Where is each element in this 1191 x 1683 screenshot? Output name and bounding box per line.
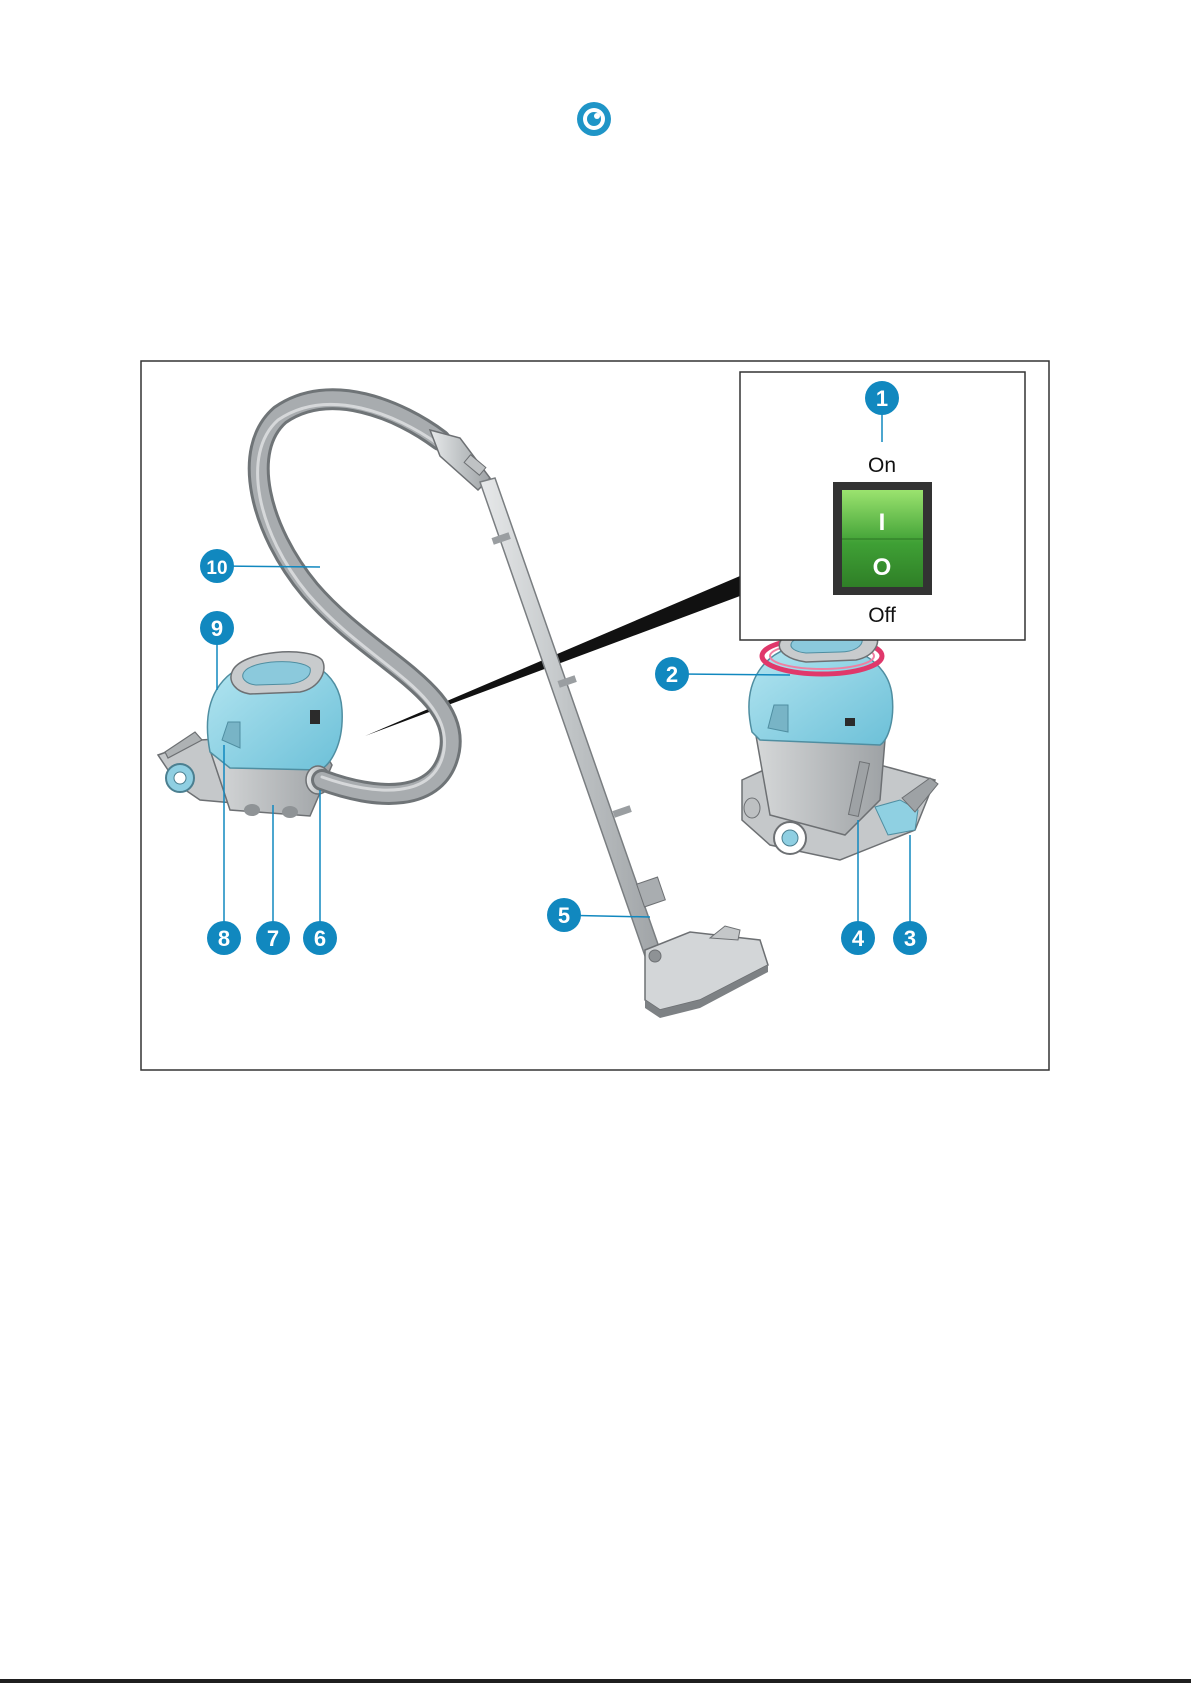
callout-label-6: 6	[314, 926, 326, 951]
callout-label-9: 9	[211, 616, 223, 641]
callout-label-10: 10	[206, 558, 227, 579]
callout-label-4: 4	[852, 926, 865, 951]
footer-rule	[0, 1679, 1191, 1683]
switch-symbol-on: I	[879, 509, 886, 536]
callout-label-7: 7	[267, 926, 279, 951]
switch-inset: I O On Off 1	[740, 372, 1025, 640]
vacuum-cleaner-diagram: I O On Off 1 2 3 4 5 6 7 8 9	[140, 360, 1050, 1071]
switch-on-label: On	[868, 454, 896, 477]
eye-logo-icon	[575, 100, 613, 138]
callout-label-1: 1	[876, 386, 888, 411]
callout-label-2: 2	[666, 662, 678, 687]
callout-label-3: 3	[904, 926, 916, 951]
callout-label-8: 8	[218, 926, 230, 951]
callout-label-5: 5	[558, 903, 570, 928]
switch-off-label: Off	[868, 604, 896, 627]
switch-symbol-off: O	[873, 554, 892, 581]
